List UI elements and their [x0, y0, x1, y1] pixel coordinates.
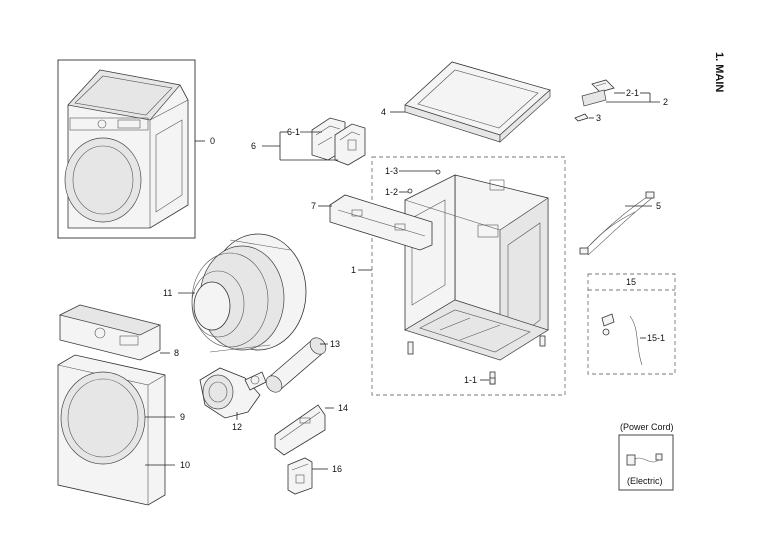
- part-4-top-cover[interactable]: [404, 61, 551, 143]
- label-part-3: 3: [596, 113, 601, 123]
- section-title: 1. MAIN: [713, 52, 725, 92]
- label-part-1: 1: [351, 265, 356, 275]
- part-15-1-hose[interactable]: [601, 313, 643, 366]
- label-part-6-1: 6-1: [287, 127, 300, 137]
- part-6-bracket[interactable]: [311, 117, 366, 166]
- part-7-frame-brace[interactable]: [329, 194, 433, 251]
- label-part-9: 9: [180, 412, 185, 422]
- label-part-1-2: 1-2: [385, 187, 398, 197]
- part-5-wire-harness[interactable]: [579, 191, 655, 256]
- label-part-6: 6: [251, 141, 256, 151]
- label-part-10: 10: [180, 460, 190, 470]
- label-part-7: 7: [311, 201, 316, 211]
- label-part-4: 4: [381, 107, 386, 117]
- part-16-bracket[interactable]: [287, 457, 313, 495]
- part-1-3-screw[interactable]: [435, 169, 441, 175]
- power-cord-icon[interactable]: [626, 453, 663, 466]
- label-part-14: 14: [338, 403, 348, 413]
- part-1-2-screw[interactable]: [407, 188, 413, 194]
- power-cord-title: (Power Cord): [620, 422, 674, 432]
- label-part-2: 2: [663, 97, 668, 107]
- label-part-1-3: 1-3: [385, 166, 398, 176]
- label-part-13: 13: [330, 339, 340, 349]
- label-part-16: 16: [332, 464, 342, 474]
- part-2-1-bracket[interactable]: [591, 79, 615, 93]
- part-9-door[interactable]: [60, 371, 146, 465]
- label-part-0: 0: [210, 136, 215, 146]
- part-2-board[interactable]: [581, 89, 607, 107]
- label-part-1-1: 1-1: [464, 375, 477, 385]
- label-part-5: 5: [656, 201, 661, 211]
- label-part-15: 15: [626, 277, 636, 287]
- label-part-11: 11: [163, 288, 172, 298]
- part-3-clip[interactable]: [574, 113, 589, 122]
- part-1-1-foot[interactable]: [489, 377, 496, 385]
- label-part-8: 8: [174, 348, 179, 358]
- part-12-blower-fan[interactable]: [199, 367, 267, 419]
- label-part-12: 12: [232, 422, 242, 432]
- part-8-control-panel[interactable]: [58, 304, 162, 361]
- label-part-15-1: 15-1: [647, 333, 665, 343]
- part-11-drum[interactable]: [191, 233, 307, 353]
- power-cord-caption: (Electric): [627, 476, 663, 486]
- part-14-heater[interactable]: [274, 404, 326, 456]
- part-0-dryer-assembly[interactable]: [57, 59, 196, 239]
- label-part-2-1: 2-1: [626, 88, 639, 98]
- part-13-duct[interactable]: [263, 335, 329, 396]
- part-1-cabinet-frame[interactable]: [404, 174, 549, 385]
